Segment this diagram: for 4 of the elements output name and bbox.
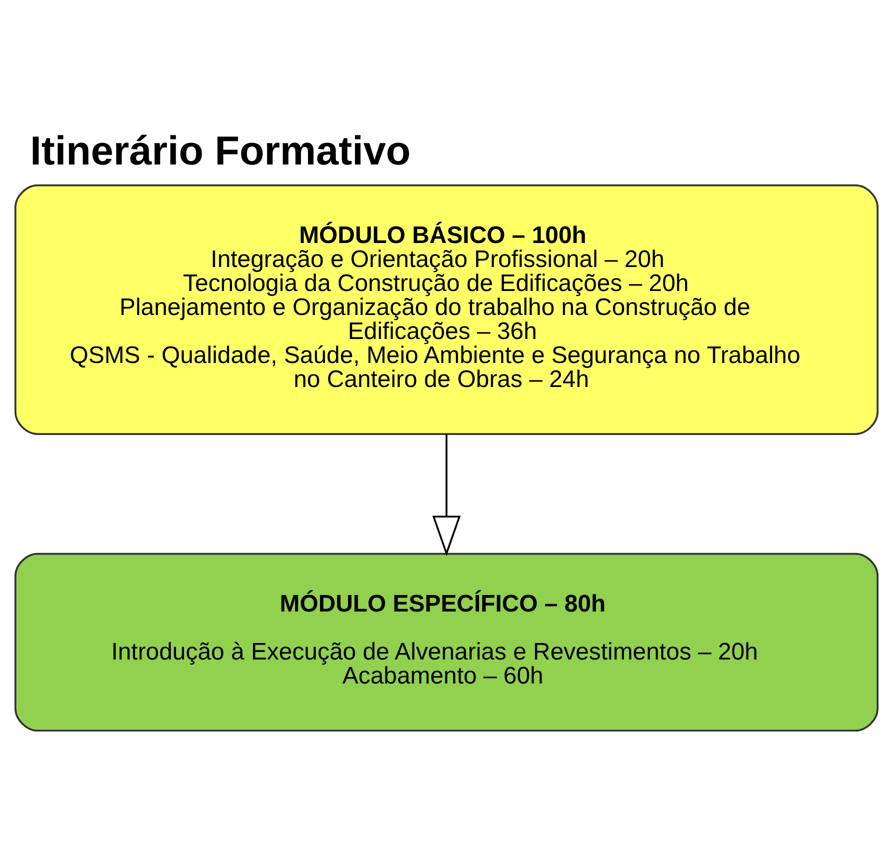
diagram-title: Itinerário Formativo [30, 127, 411, 174]
node-box: MÓDULO BÁSICO – 100h Integração e Orientação Profissional – 20h Tecnologia da Construção de Edificações – 20h Planejamento e Organização do trabalho na Construção de Edificações – 36h QSMS - Qualidade, Saúde, Meio Ambiente e Segurança no Trabalho no Canteiro de Obras – 24h [14, 184, 878, 435]
arrow [432, 434, 461, 556]
node-box: MÓDULO ESPECÍFICO – 80h Introdução à Execução de Alvenarias e Revestimentos – 20h Acabamento – 60h [14, 552, 878, 732]
